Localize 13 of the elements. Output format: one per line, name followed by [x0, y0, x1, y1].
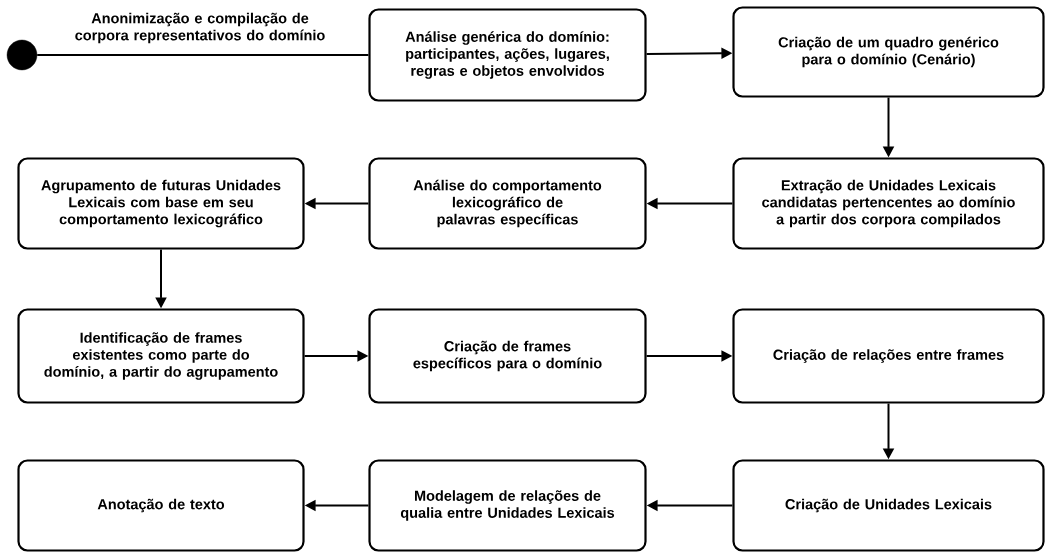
caption-text: Anonimização e compilação de corpora representativos do domínio	[75, 12, 325, 44]
process-box: Análise do comportamento lexicográfico de palavras específicas	[368, 157, 647, 250]
process-box: Extração de Unidades Lexicais candidatas pertencentes ao domínio a partir dos corpora compilados	[732, 157, 1045, 250]
process-box: Identificação de frames existentes como parte do domínio, a partir do agrupamento	[17, 308, 305, 404]
process-box: Agrupamento de futuras Unidades Lexicais com base em seu comportamento lexicográfico	[17, 157, 305, 250]
process-box: Criação de relações entre frames	[732, 308, 1045, 404]
process-box: Anotação de texto	[17, 459, 305, 552]
process-box: Modelagem de relações de qualia entre Unidades Lexicais	[368, 459, 647, 552]
process-box: Criação de um quadro genérico para o domínio (Cenário)	[732, 6, 1045, 98]
process-box: Análise genérica do domínio: participantes, ações, lugares, regras e objetos envolvidos	[368, 8, 647, 102]
process-box: Criação de frames específicos para o domínio	[368, 308, 647, 404]
start-dot	[6, 39, 38, 71]
process-box: Criação de Unidades Lexicais	[732, 459, 1045, 552]
